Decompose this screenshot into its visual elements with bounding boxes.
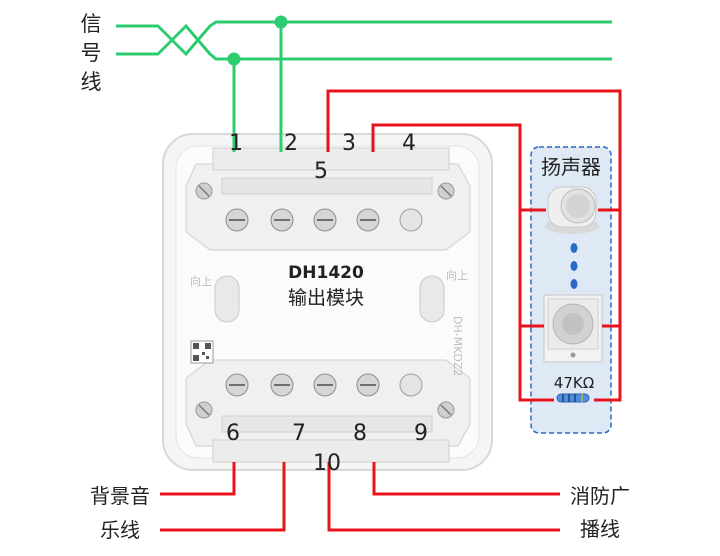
terminal-3-label: 3 [342, 131, 356, 156]
bottom-terminal-screws [225, 373, 423, 397]
terminal-1-label: 1 [229, 131, 243, 156]
bottom-terminal-block [185, 359, 471, 463]
signal-label-char-1: 信 [81, 12, 102, 36]
terminal-5-label: 5 [314, 159, 328, 184]
terminal-9-label: 9 [414, 421, 428, 446]
mount-slot-left [214, 275, 240, 323]
bgm-label-line-2: 乐线 [100, 518, 140, 542]
speaker-panel: 扬声器 47KΩ [530, 146, 612, 434]
terminal-10-label: 10 [313, 451, 341, 476]
side-model-text: DH-MKDZ2 [451, 316, 464, 376]
ceiling-speaker-icon [545, 186, 599, 234]
output-module: 向上 向上 DH-MKDZ2 DH1420 输出模块 [162, 133, 493, 471]
wall-speaker-icon [543, 294, 603, 363]
signal-wires [116, 15, 612, 152]
terminal-2-label: 2 [284, 131, 298, 156]
terminal-numbers: 1 2 3 4 5 6 7 8 9 10 [226, 131, 428, 476]
ellipsis-dots [570, 243, 578, 289]
direction-text-right: 向上 [446, 268, 468, 282]
terminal-6-label: 6 [226, 421, 240, 446]
fire-label-line-2: 播线 [580, 517, 620, 541]
module-name: 输出模块 [288, 287, 364, 309]
fire-label-line-1: 消防广 [570, 484, 630, 508]
qr-code-icon [190, 340, 214, 364]
terminal-4-label: 4 [402, 131, 416, 156]
resistor-label: 47KΩ [554, 374, 594, 392]
module-model: DH1420 [288, 263, 364, 283]
direction-text-left: 向上 [190, 274, 212, 288]
resistor-icon [556, 393, 590, 403]
terminal-8-label: 8 [353, 421, 367, 446]
background-music-label: 背景音 乐线 [90, 484, 150, 542]
signal-line-label: 信 号 线 [81, 12, 102, 94]
top-terminal-block [185, 147, 471, 251]
bgm-label-line-1: 背景音 [90, 484, 150, 508]
top-terminal-screws [225, 208, 423, 232]
speaker-panel-title: 扬声器 [541, 155, 601, 179]
fire-broadcast-label: 消防广 播线 [570, 484, 630, 541]
mount-slot-right [419, 275, 445, 323]
signal-label-char-2: 号 [81, 41, 102, 65]
power-wires [160, 89, 622, 532]
signal-label-char-3: 线 [81, 70, 102, 94]
terminal-7-label: 7 [292, 421, 306, 446]
